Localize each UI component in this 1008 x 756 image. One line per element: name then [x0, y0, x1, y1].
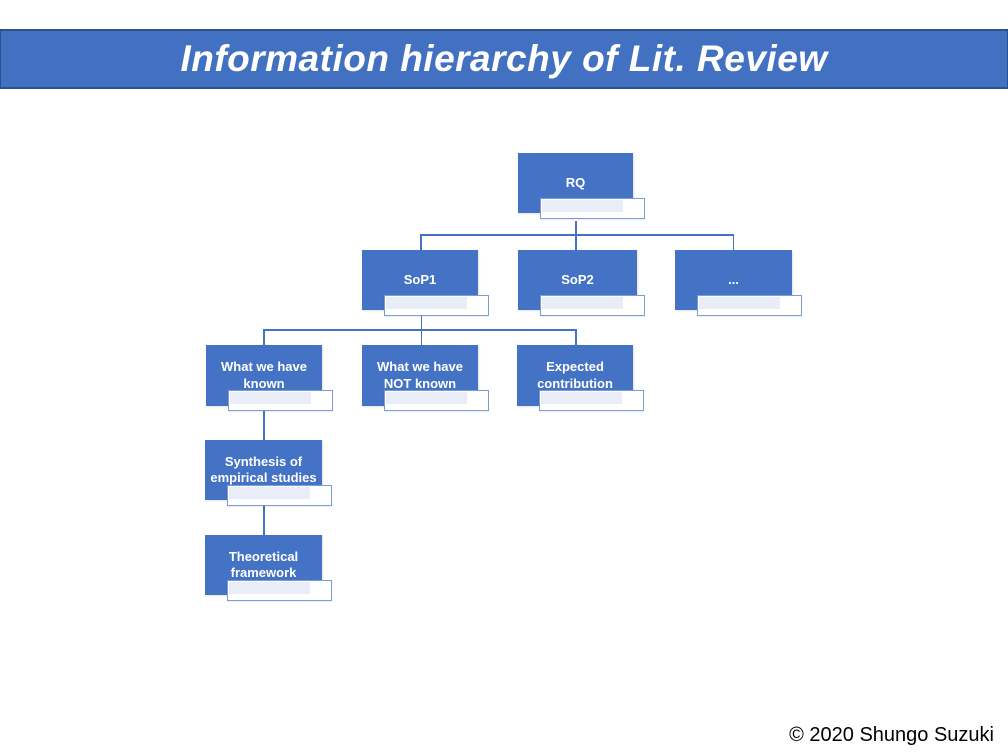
node-sop2-label: SoP2: [561, 271, 594, 287]
node-not-known-label: What we have NOT known: [377, 359, 463, 391]
node-sop2-subshape-inner: [542, 297, 624, 309]
node-synthesis-subshape-inner: [229, 487, 311, 499]
connector-known-to-synthesis: [263, 410, 265, 441]
node-synthesis: Synthesis of empirical studies: [205, 440, 332, 506]
connector-rq-down: [575, 221, 577, 235]
node-synthesis-label: Synthesis of empirical studies: [210, 453, 317, 485]
node-known-label: What we have known: [221, 359, 307, 391]
node-rq-subshape-inner: [542, 200, 624, 212]
node-theoretical-subshape: [227, 580, 332, 601]
node-sop2-subshape: [540, 295, 645, 316]
connector-level2-horizontal: [420, 234, 734, 236]
node-theoretical-label: Theoretical framework: [228, 548, 299, 580]
node-rq: RQ: [518, 153, 645, 219]
node-theoretical-subshape-inner: [229, 582, 311, 594]
node-synthesis-subshape: [227, 485, 332, 506]
connector-synthesis-to-theoretical: [263, 505, 265, 536]
connector-to-sop1: [420, 234, 422, 251]
node-more: ...: [675, 250, 802, 316]
node-expected-label: Expected contribution: [537, 359, 613, 391]
connector-to-expected: [575, 329, 577, 346]
node-more-label: ...: [728, 271, 739, 287]
node-sop1: SoP1: [362, 250, 489, 316]
node-not-known: What we have NOT known: [362, 345, 489, 411]
connector-to-not-known: [420, 329, 422, 346]
node-expected-subshape: [539, 390, 644, 411]
node-more-subshape-inner: [699, 297, 781, 309]
node-sop1-subshape-inner: [386, 297, 468, 309]
node-expected: Expected contribution: [517, 345, 644, 411]
connector-to-known: [263, 329, 265, 346]
connector-sop1-down: [420, 316, 422, 330]
connector-level3-horizontal: [263, 329, 576, 331]
node-sop2: SoP2: [518, 250, 645, 316]
node-not-known-subshape-inner: [386, 392, 468, 404]
node-sop1-subshape: [384, 295, 489, 316]
node-not-known-subshape: [384, 390, 489, 411]
page-title: Information hierarchy of Lit. Review: [180, 38, 828, 79]
connector-to-sop2: [575, 234, 577, 251]
node-known: What we have known: [206, 345, 333, 411]
copyright-text: © 2020 Shungo Suzuki: [789, 724, 994, 746]
title-banner: Information hierarchy of Lit. Review: [0, 29, 1008, 89]
node-more-subshape: [697, 295, 802, 316]
node-known-subshape: [228, 390, 333, 411]
node-rq-subshape: [540, 198, 645, 219]
node-rq-label: RQ: [565, 174, 586, 190]
node-expected-subshape-inner: [541, 392, 623, 404]
node-theoretical: Theoretical framework: [205, 535, 332, 601]
connector-to-more: [732, 234, 734, 251]
node-sop1-label: SoP1: [403, 271, 437, 287]
node-known-subshape-inner: [230, 392, 312, 404]
